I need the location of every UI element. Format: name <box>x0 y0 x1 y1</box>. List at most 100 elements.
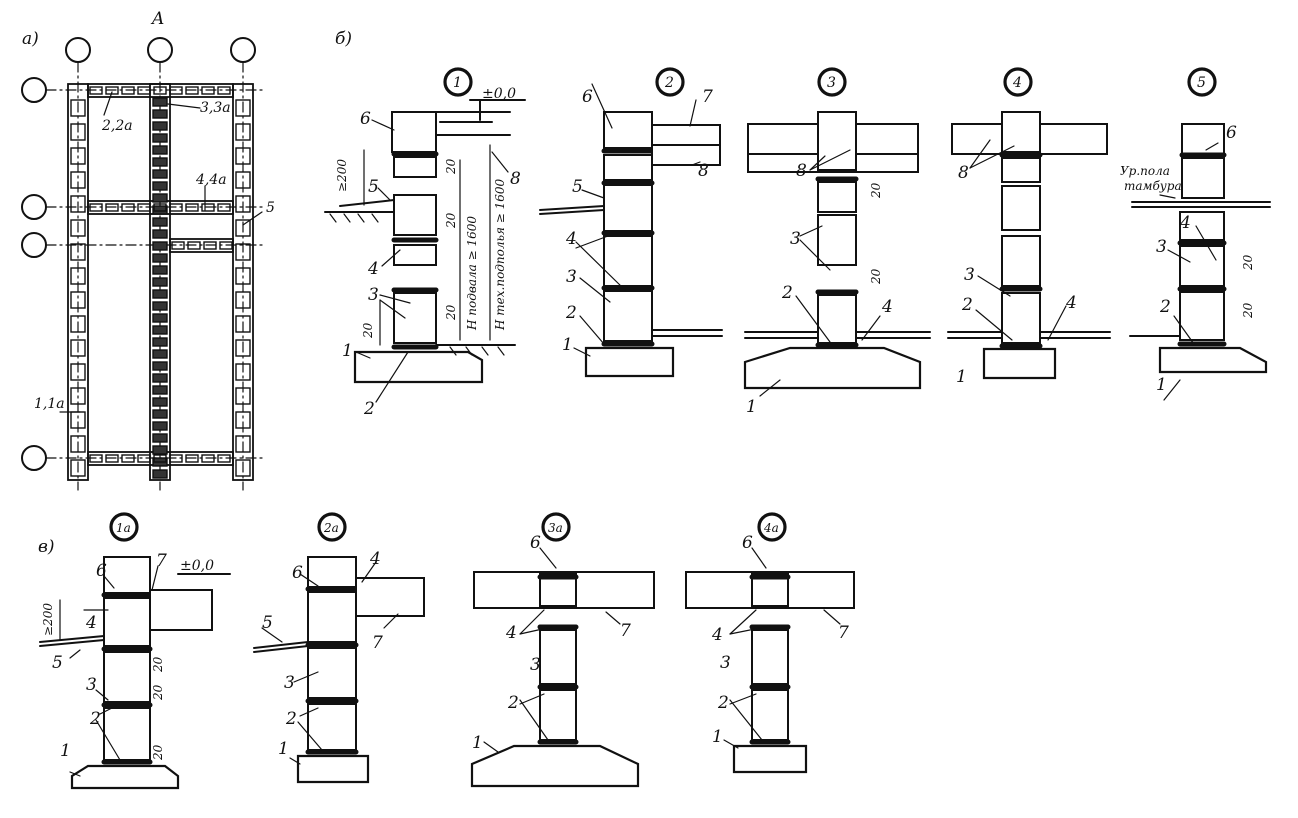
axis-marker-circle <box>147 37 173 63</box>
callout-number: 2 <box>363 399 375 419</box>
wall-block <box>235 339 251 357</box>
wall-block <box>235 147 251 165</box>
dimension-text: ≥200 <box>41 603 55 636</box>
wall-block <box>70 267 86 285</box>
axis-marker-circle <box>230 37 256 63</box>
wall-block <box>152 433 168 443</box>
callout-number: 1 <box>1156 375 1167 395</box>
wall-block <box>171 241 185 250</box>
wall-block <box>70 315 86 333</box>
wall-block <box>187 241 201 250</box>
wall-block <box>235 243 251 261</box>
wall-block <box>152 253 168 263</box>
wall-block <box>152 277 168 287</box>
detail-2a: 2a 6 4 5 7 3 2 <box>253 512 425 784</box>
dimension-text: 20 <box>444 212 458 229</box>
callout-number: 4 <box>505 623 517 643</box>
callout-number: 4 <box>565 229 577 249</box>
wall-block <box>70 387 86 405</box>
callout-number: 6 <box>582 87 593 107</box>
detail-4: 4 8 3 2 4 1 <box>947 67 1111 387</box>
wall-block <box>70 219 86 237</box>
callout-number: 2 <box>285 709 297 729</box>
callout-number: 6 <box>96 561 107 581</box>
detail-number: 3 <box>827 75 836 91</box>
callout-number: 1 <box>60 741 71 761</box>
wall-block <box>235 459 251 477</box>
wall-block <box>70 291 86 309</box>
wall-block <box>152 361 168 371</box>
wall-block <box>201 454 215 463</box>
wall-block <box>152 349 168 359</box>
dimension-text: 20 <box>444 158 458 175</box>
axis-marker-circle <box>21 77 47 103</box>
plan-leaders <box>59 91 263 413</box>
plan-callout: 3,3a <box>200 100 231 116</box>
plan-view: a) A <box>21 9 275 491</box>
callout-number: 2 <box>507 693 519 713</box>
detail-number: 4a <box>763 521 779 535</box>
callout-number: 7 <box>156 551 167 571</box>
callout-number: 1 <box>562 335 573 355</box>
callout-number: 4 <box>711 625 723 645</box>
callout-number: 4 <box>1065 293 1077 313</box>
wall-block <box>153 86 167 95</box>
wall-block <box>152 241 168 251</box>
elevation-label: ±0,0 <box>482 86 516 102</box>
dimension-text: 20 <box>151 744 165 761</box>
wall-block <box>185 454 199 463</box>
callout-number: 8 <box>698 161 709 181</box>
wall-block <box>235 291 251 309</box>
detail-number-circle <box>655 67 685 97</box>
wall-block <box>152 445 168 455</box>
wall-block <box>153 203 167 212</box>
wall-block <box>217 454 231 463</box>
wall-block <box>235 267 251 285</box>
wall-block <box>152 109 168 119</box>
callout-number: 8 <box>958 163 969 183</box>
wall-block <box>137 203 151 212</box>
detail-number-circle <box>317 512 347 542</box>
wall-block <box>152 373 168 383</box>
callout-number: 2 <box>717 693 729 713</box>
detail-number: 2 <box>664 75 674 91</box>
wall-block <box>70 99 86 117</box>
detail-3: 3 20 20 8 3 2 <box>743 67 931 417</box>
callout-number: 6 <box>292 563 303 583</box>
callout-number: 6 <box>742 533 753 553</box>
detail-number: 5 <box>1197 75 1206 91</box>
callout-number: 6 <box>1226 123 1237 143</box>
callout-number: 3 <box>368 285 379 305</box>
dimension-text: 20 <box>1241 254 1255 271</box>
callout-number: 6 <box>360 109 371 129</box>
wall-block <box>152 121 168 131</box>
wall-block <box>152 421 168 431</box>
wall-block <box>70 363 86 381</box>
wall-block <box>201 203 215 212</box>
detail-number: 1a <box>116 521 131 535</box>
wall-block <box>235 387 251 405</box>
callout-number: 3 <box>530 655 541 675</box>
detail-1: 1 ±0,0 <box>324 67 526 419</box>
axis-marker-circle <box>21 445 47 471</box>
wall-block <box>152 301 168 311</box>
callout-number: 1 <box>342 341 353 361</box>
wall-block <box>152 169 168 179</box>
wall-block <box>235 435 251 453</box>
wall-block <box>169 86 183 95</box>
callout-number: 4 <box>1179 213 1191 233</box>
wall-block <box>105 203 119 212</box>
wall-block <box>152 409 168 419</box>
callout-number: 2 <box>781 283 793 303</box>
wall-block <box>152 145 168 155</box>
wall-block <box>169 203 183 212</box>
wall-block <box>201 86 215 95</box>
dimension-text: 20 <box>869 182 883 199</box>
wall-block <box>152 181 168 191</box>
wall-block <box>121 203 135 212</box>
axis-marker-circle <box>65 37 91 63</box>
callout-number: 1 <box>278 739 289 759</box>
wall-block <box>217 203 231 212</box>
wall-block <box>70 435 86 453</box>
plan-blocks <box>70 86 251 479</box>
